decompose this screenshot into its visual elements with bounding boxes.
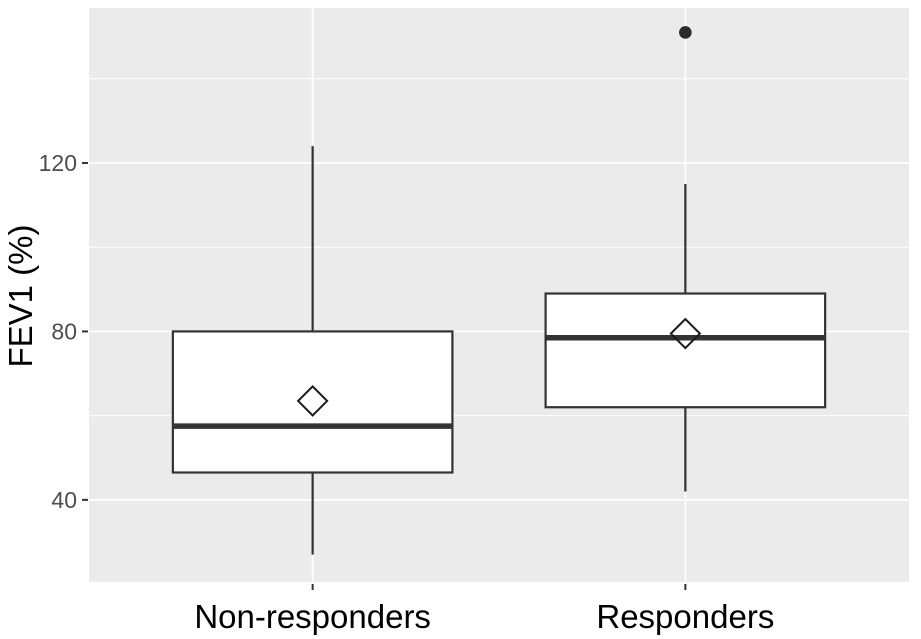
y-tick-label: 40: [51, 487, 77, 513]
mean-diamond-marker: [669, 317, 702, 350]
x-tick-label: Non-responders: [194, 598, 431, 635]
x-tick-label: Responders: [596, 598, 774, 635]
box: [171, 330, 454, 474]
y-tick-label: 80: [51, 318, 77, 344]
box: [544, 292, 827, 409]
y-tick-label: 120: [39, 150, 77, 176]
outlier-point: [679, 26, 692, 39]
mean-diamond-marker: [296, 384, 329, 417]
y-axis-title: FEV1 (%): [2, 224, 39, 368]
